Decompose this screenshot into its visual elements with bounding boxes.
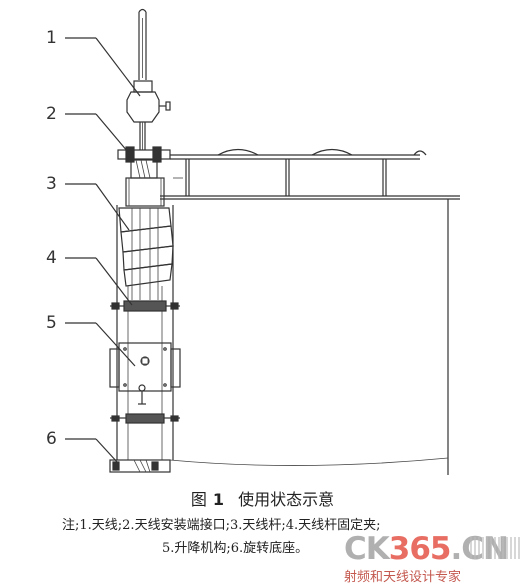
watermark-logo-left: CK [344,531,390,567]
lifting-mechanism [109,342,181,405]
callout-4: 4 [46,248,57,268]
callout-5: 5 [46,313,57,333]
figure-label: 图 [190,490,207,509]
watermark-tagline: 射频和天线设计专家 [344,570,462,585]
platform-railing [160,148,460,200]
callout-6: 6 [46,429,57,449]
shelter-body [169,199,449,475]
pole-fixing-clamp [110,300,180,312]
figure-title: 使用状态示意 [238,490,335,509]
watermark-decoration [470,537,522,559]
antenna [126,8,171,150]
figure-number: 1 [212,490,225,509]
watermark-logo-mid: 365 [388,531,452,567]
callout-3: 3 [46,174,57,194]
lower-clamp [110,413,180,424]
watermark-logo: CK365.CN [344,531,509,567]
callout-1: 1 [46,28,57,48]
callout-2: 2 [46,104,57,124]
leader-lines [65,37,141,464]
antenna-pole [118,177,174,460]
note-line-2: 5.升降机构;6.旋转底座。 [162,541,309,556]
rotating-base [109,459,171,473]
antenna-mount-interface [117,146,171,179]
note-line-1: 注;1.天线;2.天线安装端接口;3.天线杆;4.天线杆固定夹; [62,518,381,533]
